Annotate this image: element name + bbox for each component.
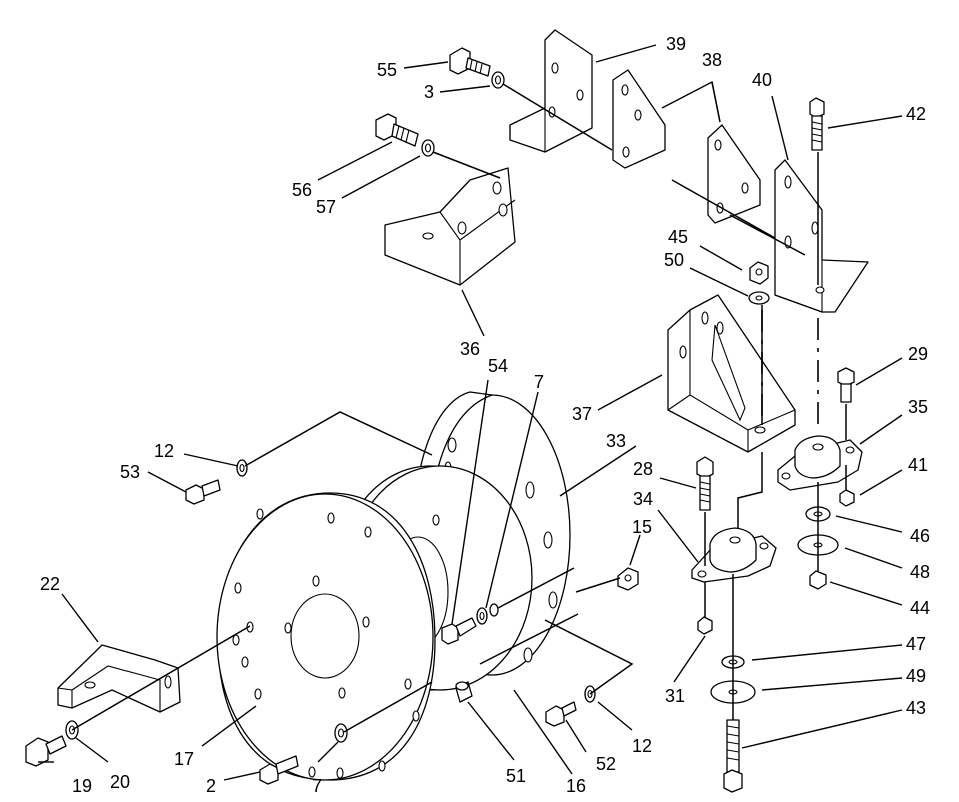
callout-7-upper: 7 (534, 372, 544, 392)
isolator-mount-34 (691, 527, 777, 583)
callout-19: 19 (72, 776, 92, 796)
callout-3: 3 (424, 82, 434, 102)
callout-labels: 55 3 39 38 40 42 56 57 36 45 50 37 29 35… (40, 34, 930, 796)
bolt-52 (545, 701, 577, 727)
bolt-28 (696, 456, 714, 511)
bolt-19 (25, 735, 67, 767)
nut-41 (839, 489, 855, 507)
callout-31: 31 (665, 686, 685, 706)
nut-45 (749, 261, 769, 285)
callout-50: 50 (664, 250, 684, 270)
bolt-54 (441, 617, 477, 645)
callout-34: 34 (633, 489, 653, 509)
callout-44: 44 (910, 598, 930, 618)
bolt-53 (185, 479, 221, 505)
callout-56: 56 (292, 180, 312, 200)
callout-45: 45 (668, 227, 688, 247)
callout-12-lower: 12 (632, 736, 652, 756)
callout-43: 43 (906, 698, 926, 718)
washer-50 (748, 291, 770, 305)
washer-7-upper (476, 603, 499, 625)
bracket-38-front (612, 69, 666, 169)
bracket-36 (384, 167, 516, 286)
washer-3 (491, 71, 505, 89)
nut-44 (809, 570, 827, 590)
callout-17: 17 (174, 749, 194, 769)
callout-38: 38 (702, 50, 722, 70)
callout-41: 41 (908, 455, 928, 475)
callout-22: 22 (40, 574, 60, 594)
bolt-42 (809, 97, 825, 151)
callout-7-lower: 7 (312, 776, 322, 796)
dowel-51 (455, 681, 473, 703)
callout-36: 36 (460, 339, 480, 359)
bolt-2 (259, 755, 299, 785)
callout-37: 37 (572, 404, 592, 424)
callout-12-upper: 12 (154, 441, 174, 461)
bracket-37 (667, 294, 796, 453)
nut-31 (697, 616, 713, 635)
callout-39: 39 (666, 34, 686, 54)
callout-47: 47 (906, 634, 926, 654)
bolt-29 (837, 367, 855, 403)
isolator-mount-35 (777, 435, 863, 491)
callout-20: 20 (110, 772, 130, 792)
callout-51: 51 (506, 766, 526, 786)
callout-15: 15 (632, 517, 652, 537)
callout-49: 49 (906, 666, 926, 686)
callout-46: 46 (910, 526, 930, 546)
adapter-plate-17 (216, 492, 436, 781)
callout-57: 57 (316, 197, 336, 217)
callout-29: 29 (908, 344, 928, 364)
callout-42: 42 (906, 104, 926, 124)
washer-12-upper (236, 459, 248, 477)
callout-33: 33 (606, 431, 626, 451)
leader-lines (38, 44, 903, 781)
bracket-38-rear (707, 124, 761, 224)
washer-7-lower (334, 723, 348, 743)
washer-57 (421, 139, 435, 157)
callout-53: 53 (120, 462, 140, 482)
bolt-15 (617, 567, 639, 591)
hex-bolt-55 (449, 47, 491, 77)
callout-54: 54 (488, 356, 508, 376)
bracket-40 (774, 159, 869, 313)
bolt-43 (723, 719, 743, 793)
hex-bolt-56 (375, 113, 419, 147)
bracket-39 (509, 29, 593, 153)
callout-40: 40 (752, 70, 772, 90)
callout-48: 48 (910, 562, 930, 582)
callout-35: 35 (908, 397, 928, 417)
callout-55: 55 (377, 60, 397, 80)
callout-52: 52 (596, 754, 616, 774)
callout-16: 16 (566, 776, 586, 796)
assembly-axes (71, 83, 847, 733)
callout-2: 2 (206, 776, 216, 796)
bracket-22 (57, 644, 181, 713)
callout-28: 28 (633, 459, 653, 479)
